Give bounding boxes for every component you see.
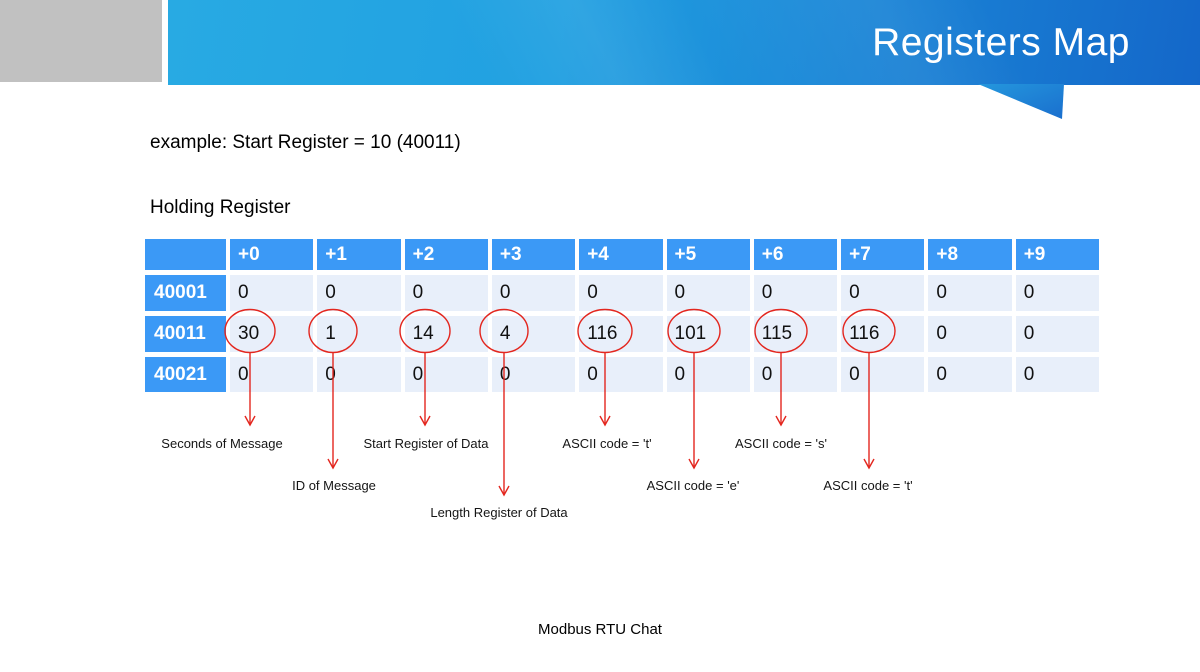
holding-register-table: +0 +1 +2 +3 +4 +5 +6 +7 +8 +9 40001 0 0 … [145, 239, 1099, 392]
table-title: Holding Register [150, 197, 291, 218]
arrowhead-icon [498, 485, 510, 497]
table-cell: 0 [753, 275, 838, 311]
col-header: +0 [230, 239, 314, 270]
col-header: +6 [753, 239, 838, 270]
table-cell: 0 [841, 275, 925, 311]
table-corner-cell [145, 239, 226, 270]
banner-sheen [168, 0, 1200, 85]
page-title: Registers Map [872, 21, 1130, 64]
col-header: +3 [491, 239, 576, 270]
annotation-label: ID of Message [292, 478, 376, 493]
header-banner: Registers Map [168, 0, 1200, 85]
table-cell: 0 [666, 275, 750, 311]
table-cell: 0 [230, 275, 314, 311]
table-cell-circled: 30 [230, 316, 314, 352]
arrowhead-icon [775, 415, 787, 427]
table-cell: 0 [404, 275, 488, 311]
banner-tail-pointer [978, 84, 1064, 119]
table-cell: 0 [491, 357, 576, 392]
arrowhead-icon [244, 415, 256, 427]
annotation-label: Length Register of Data [430, 505, 568, 520]
table-cell: 0 [1015, 316, 1099, 352]
table-cell: 0 [753, 357, 838, 392]
table-cell: 0 [666, 357, 750, 392]
table-cell-circled: 116 [579, 316, 663, 352]
col-header: +9 [1015, 239, 1099, 270]
annotation-label: ASCII code = 's' [734, 436, 828, 451]
col-header: +4 [579, 239, 663, 270]
table-cell: 0 [230, 357, 314, 392]
table-cell: 0 [404, 357, 488, 392]
arrowhead-icon [599, 415, 611, 427]
table-cell: 0 [317, 357, 401, 392]
table-cell: 0 [1015, 357, 1099, 392]
arrowhead-icon [863, 458, 875, 470]
col-header: +8 [928, 239, 1012, 270]
table-cell-circled: 14 [404, 316, 488, 352]
col-header: +2 [404, 239, 488, 270]
table-cell-circled: 1 [317, 316, 401, 352]
table-cell: 0 [841, 357, 925, 392]
col-header: +5 [666, 239, 750, 270]
table-cell: 0 [579, 357, 663, 392]
table-cell: 0 [317, 275, 401, 311]
arrowhead-icon [327, 458, 339, 470]
example-text: example: Start Register = 10 (40011) [150, 132, 461, 153]
annotation-label: Start Register of Data [363, 436, 489, 451]
table-cell-circled: 116 [841, 316, 925, 352]
row-label: 40021 [145, 357, 226, 392]
arrowhead-icon [688, 458, 700, 470]
col-header: +7 [841, 239, 925, 270]
table-cell: 0 [928, 275, 1012, 311]
table-cell: 0 [579, 275, 663, 311]
annotation-label: Seconds of Message [161, 436, 283, 451]
annotation-label: ASCII code = 'e' [646, 478, 740, 493]
table-cell-circled: 4 [491, 316, 576, 352]
table-cell-circled: 101 [666, 316, 750, 352]
table-cell-circled: 115 [753, 316, 838, 352]
table-cell: 0 [928, 357, 1012, 392]
col-header: +1 [317, 239, 401, 270]
table-cell: 0 [1015, 275, 1099, 311]
row-label: 40001 [145, 275, 226, 311]
table-cell: 0 [928, 316, 1012, 352]
footer-text: Modbus RTU Chat [538, 621, 662, 638]
annotation-label: ASCII code = 't' [823, 478, 913, 493]
row-label: 40011 [145, 316, 226, 352]
table-cell: 0 [491, 275, 576, 311]
annotation-label: ASCII code = 't' [562, 436, 652, 451]
header-gray-block [0, 0, 162, 82]
arrowhead-icon [419, 415, 431, 427]
